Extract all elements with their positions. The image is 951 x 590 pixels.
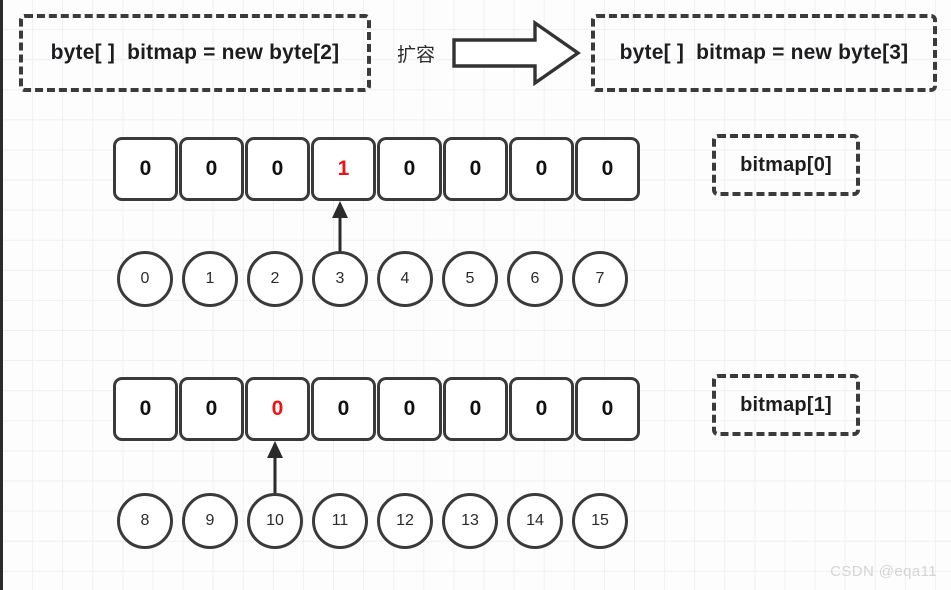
byte-cell: 0 [179,377,244,441]
byte-cell: 0 [311,377,376,441]
index-circle: 14 [507,493,563,549]
declaration-box-old: byte[ ] bitmap = new byte[2] [19,14,371,92]
index-circle-row-0: 0 1 2 3 4 5 6 7 [117,251,637,307]
byte-cell-highlighted: 1 [311,137,376,201]
index-circle: 4 [377,251,433,307]
byte-cell: 0 [113,137,178,201]
declaration-old-label: byte[ ] bitmap = new byte[2] [50,41,340,64]
declaration-new-label: byte[ ] bitmap = new byte[3] [619,41,909,64]
byte-cell: 0 [245,137,310,201]
byte-cell: 0 [509,377,574,441]
index-circle: 1 [182,251,238,307]
pointer-arrow-up-icon [332,201,348,253]
index-circle: 7 [572,251,628,307]
index-circle: 12 [377,493,433,549]
byte-cell: 0 [575,377,640,441]
byte-cell: 0 [377,377,442,441]
declaration-box-new: byte[ ] bitmap = new byte[3] [591,14,937,92]
index-circle-row-1: 8 9 10 11 12 13 14 15 [117,493,637,549]
index-circle: 8 [117,493,173,549]
index-circle: 3 [312,251,368,307]
byte-array-row-1: 0 0 0 0 0 0 0 0 [113,377,641,441]
pointer-arrow-up-icon [267,441,283,493]
byte-cell: 0 [575,137,640,201]
byte-array-row-0: 0 0 0 1 0 0 0 0 [113,137,641,201]
index-circle: 15 [572,493,628,549]
bitmap-index-tag-1: bitmap[1] [712,374,860,436]
index-circle: 2 [247,251,303,307]
index-circle: 13 [442,493,498,549]
byte-cell: 0 [509,137,574,201]
index-circle: 6 [507,251,563,307]
byte-cell: 0 [443,377,508,441]
bitmap-index-tag-0-label: bitmap[0] [740,153,832,176]
index-circle: 10 [247,493,303,549]
bitmap-index-tag-0: bitmap[0] [712,134,860,196]
byte-cell: 0 [179,137,244,201]
block-arrow-right-icon [452,19,581,87]
expand-caption: 扩容 [397,45,436,66]
byte-cell: 0 [377,137,442,201]
byte-cell-highlighted: 0 [245,377,310,441]
index-circle: 0 [117,251,173,307]
watermark: CSDN @eqa11 [830,563,937,580]
index-circle: 5 [442,251,498,307]
byte-cell: 0 [443,137,508,201]
index-circle: 11 [312,493,368,549]
bitmap-index-tag-1-label: bitmap[1] [740,393,832,416]
index-circle: 9 [182,493,238,549]
byte-cell: 0 [113,377,178,441]
